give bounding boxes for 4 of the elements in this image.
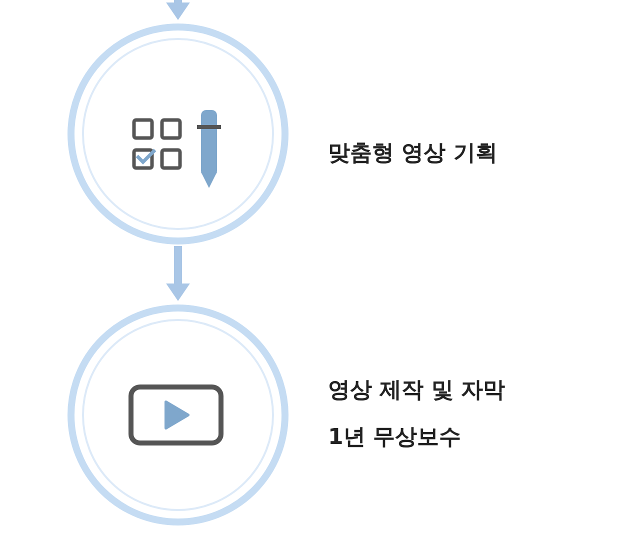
step-label: 맞춤형 영상 기획 — [328, 140, 498, 168]
step-label: 영상 제작 및 자막 1년 무상보수 — [328, 377, 506, 452]
arrow — [166, 246, 190, 301]
arrow — [166, 0, 190, 20]
